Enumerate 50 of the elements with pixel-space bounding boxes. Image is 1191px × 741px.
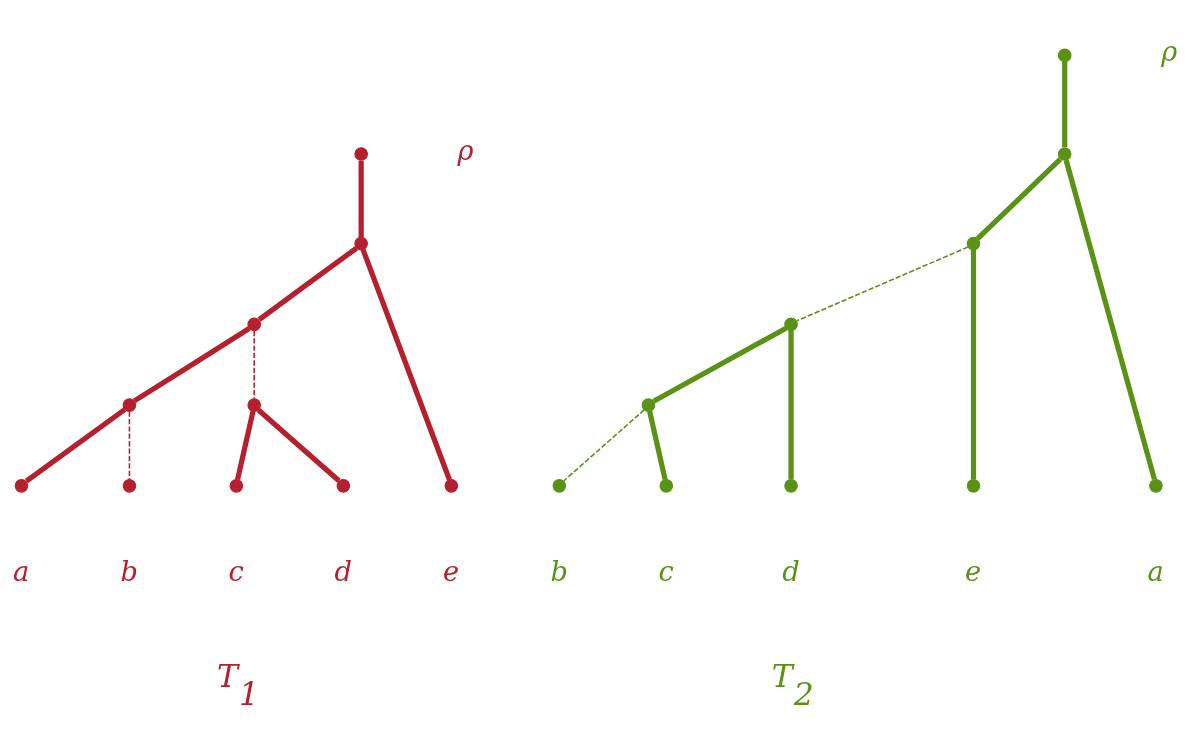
node-circle — [641, 397, 656, 412]
node-label: a — [13, 555, 30, 587]
node-label: d — [782, 555, 800, 587]
node-label: b — [120, 555, 138, 587]
connector — [975, 156, 1063, 240]
connector — [133, 325, 251, 403]
node-circle — [229, 478, 244, 493]
connector — [1063, 159, 1157, 480]
node-label: e — [965, 555, 982, 587]
node-label: c — [228, 555, 244, 587]
node-circle — [552, 478, 567, 493]
node-circle — [1057, 146, 1072, 161]
connector — [128, 410, 131, 480]
node-circle — [247, 397, 262, 412]
node-circle — [122, 478, 137, 493]
node-circle — [784, 478, 798, 493]
node-circle — [354, 146, 368, 161]
connector — [256, 407, 341, 483]
node-circle — [966, 236, 981, 250]
node-label: c — [658, 555, 674, 587]
node-circle — [247, 317, 262, 331]
node-circle — [659, 478, 674, 493]
node-label: b — [550, 555, 568, 587]
node-circle — [784, 317, 798, 331]
node-circle — [444, 478, 459, 493]
connector — [360, 248, 452, 481]
connector — [253, 329, 255, 399]
node-circle — [14, 478, 29, 493]
connector — [970, 249, 977, 479]
node-circle — [1149, 478, 1163, 493]
connector — [235, 410, 256, 480]
node-label: ρ — [1161, 35, 1178, 67]
node-label: ρ — [457, 134, 474, 166]
node-label: e — [442, 555, 460, 587]
connector — [1062, 61, 1068, 147]
connector — [24, 406, 127, 483]
node-circle — [122, 397, 137, 412]
node-circle — [354, 236, 368, 250]
connector — [257, 245, 359, 322]
connector — [358, 160, 364, 237]
connector — [563, 408, 645, 482]
connector — [788, 330, 794, 479]
node-circle — [1057, 48, 1072, 62]
node-label: a — [1147, 555, 1164, 587]
node-circle — [966, 478, 981, 493]
node-circle — [336, 478, 351, 493]
node-label: d — [334, 555, 352, 587]
connector — [652, 325, 788, 403]
connector — [795, 245, 969, 322]
connector — [647, 410, 668, 480]
